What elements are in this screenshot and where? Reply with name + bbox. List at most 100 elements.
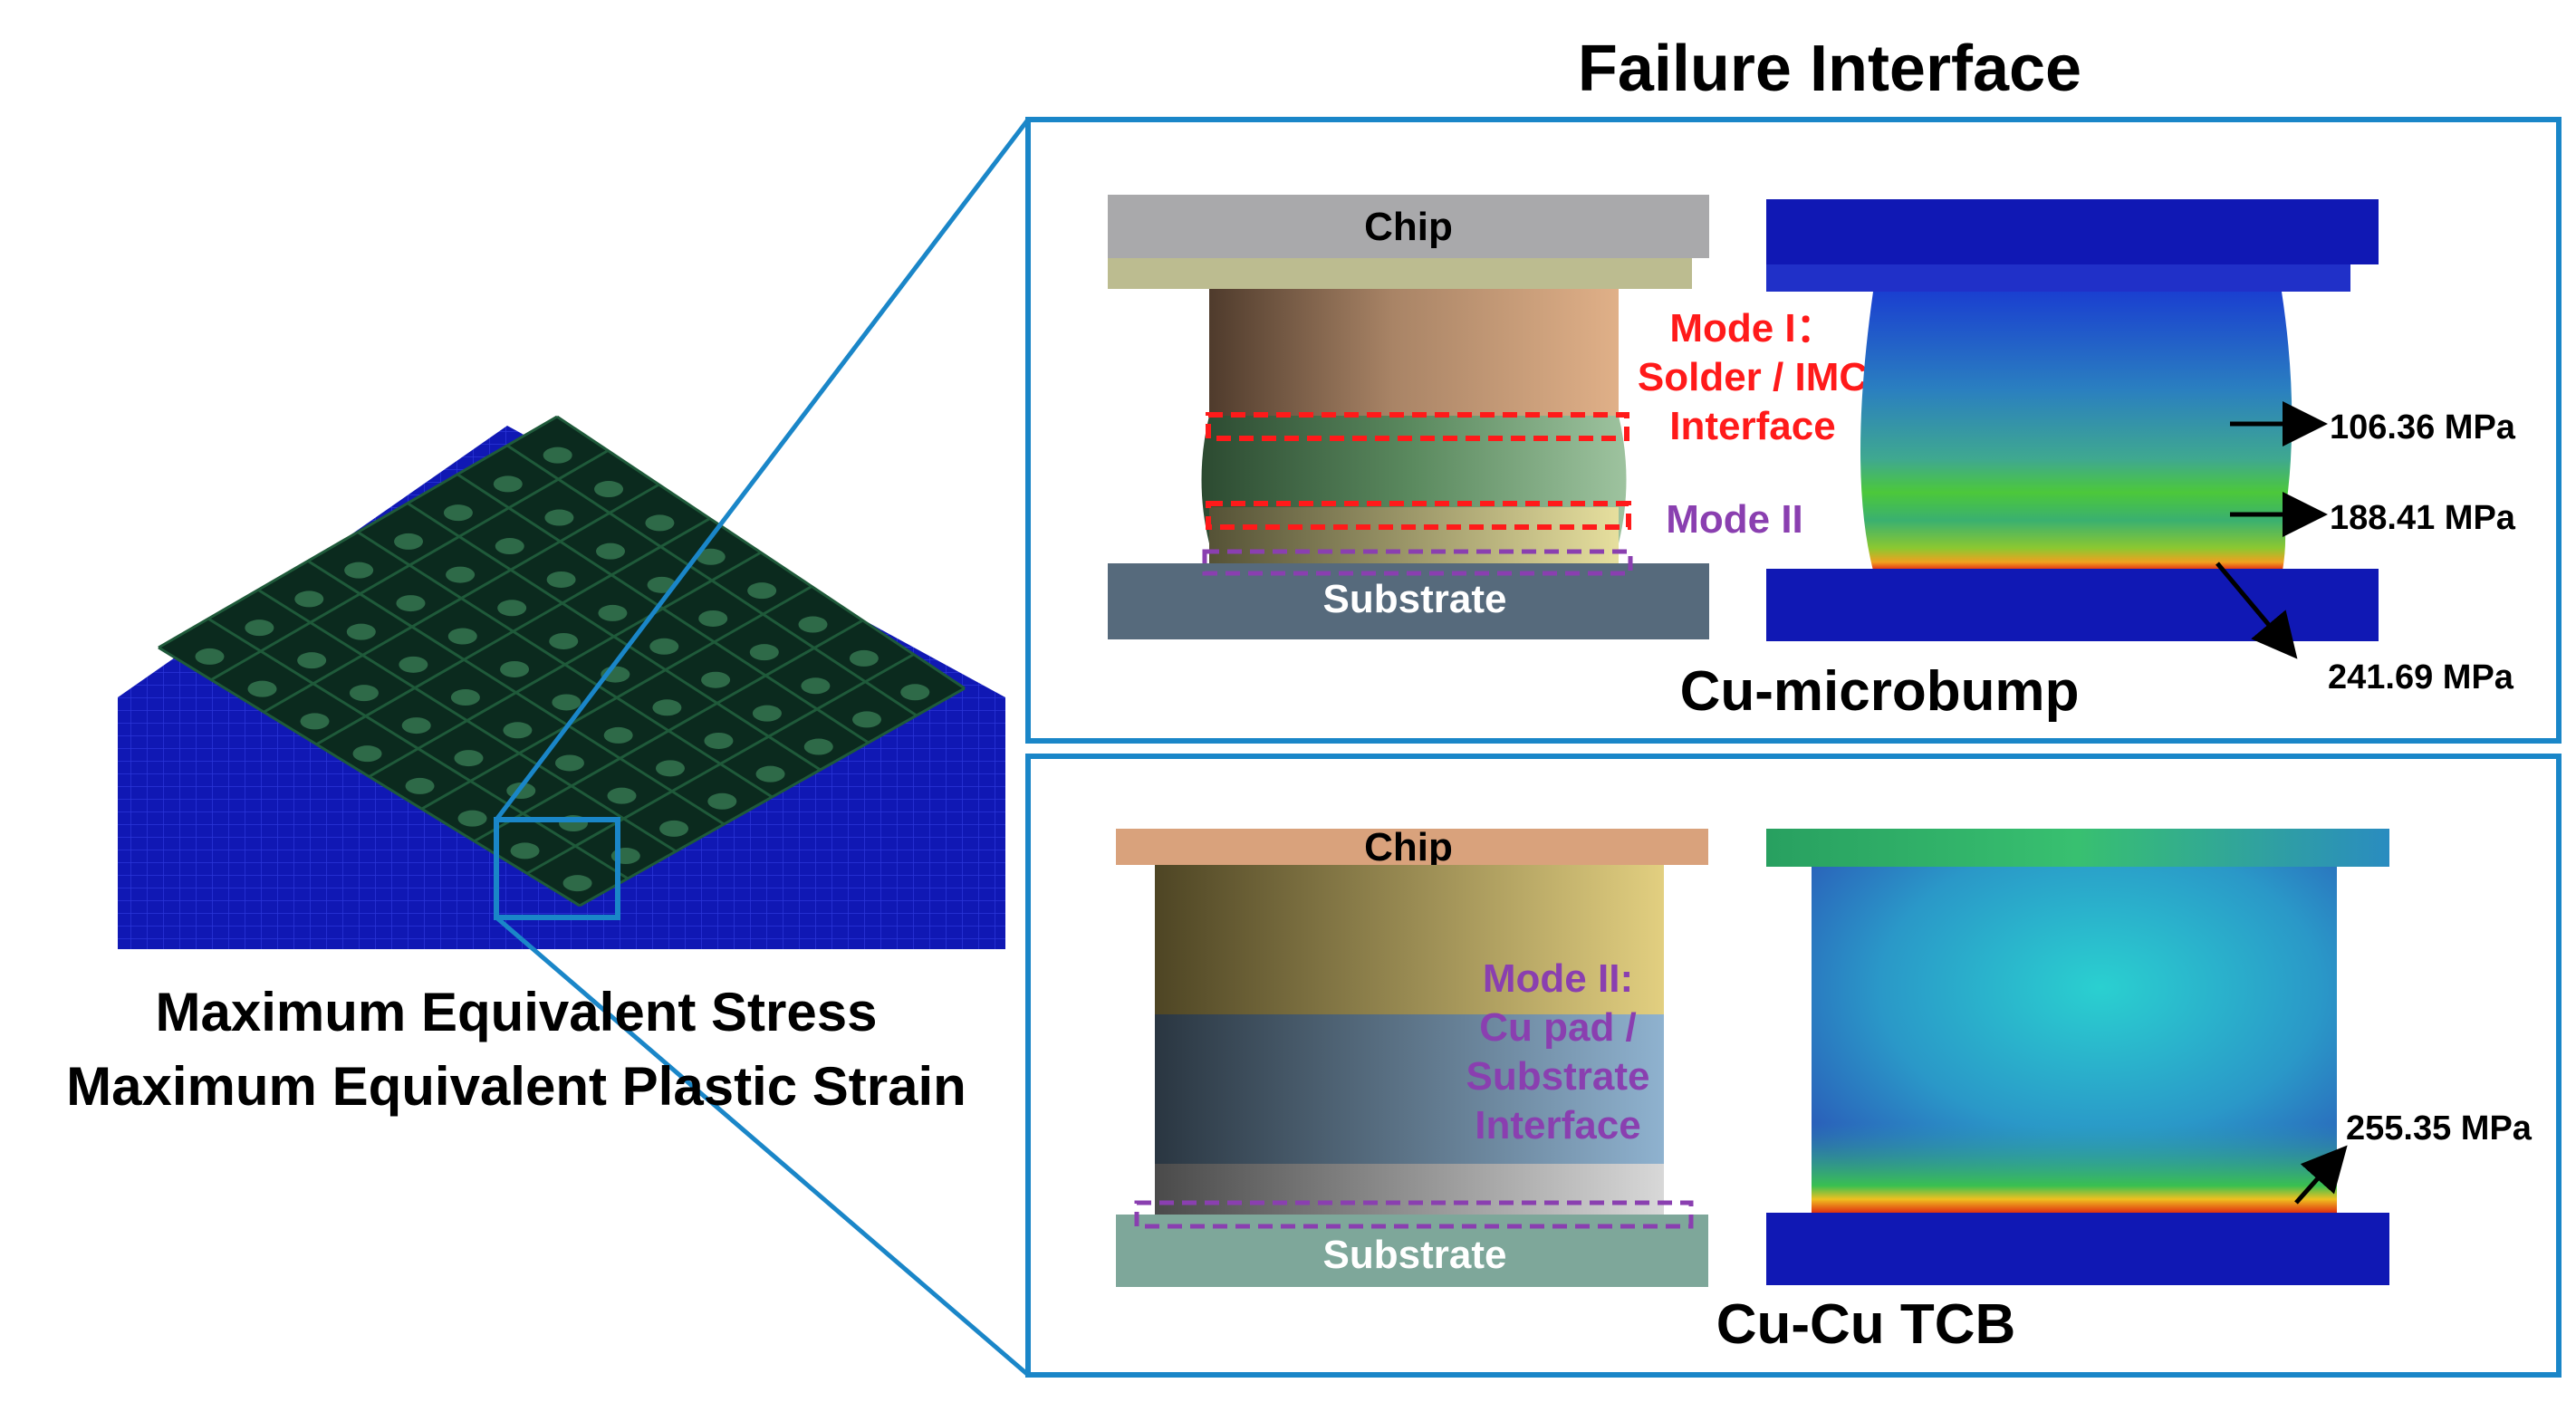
chip-pad [1108, 258, 1692, 289]
array-bump [752, 705, 782, 722]
fea-array-model [118, 415, 1005, 949]
zoom-line-top [495, 118, 1030, 821]
tcb-mode2-line-3: Substrate [1466, 1054, 1650, 1099]
array-bump [607, 787, 637, 804]
array-bump [803, 738, 833, 755]
stress-label-188: 188.41 MPa [2330, 499, 2516, 537]
array-bump [544, 509, 574, 526]
array-bump [401, 717, 431, 735]
array-bump [549, 632, 579, 649]
array-bump [849, 649, 879, 667]
mode1-label-line-2: Solder / IMC [1638, 355, 1868, 399]
array-bump [696, 548, 726, 565]
stress-label-255: 255.35 MPa [2346, 1109, 2533, 1148]
array-bump [701, 671, 731, 688]
tcb-cu-pad [1155, 1164, 1664, 1215]
array-bump [352, 745, 382, 763]
array-bump [552, 694, 582, 711]
top-panel-frame [1025, 117, 2562, 744]
array-grid-line [407, 502, 822, 772]
tcb-substrate-label: Substrate [1323, 1233, 1507, 1277]
array-bump [562, 875, 592, 892]
array-bump [394, 533, 424, 550]
array-bump [294, 591, 324, 608]
array-bump [598, 604, 628, 621]
zoom-line-bottom [495, 916, 1030, 1377]
mode1-label-line-1: Mode I： [1669, 306, 1835, 350]
array-bump [554, 754, 584, 772]
array-bump [503, 722, 533, 739]
array-bump [454, 750, 484, 767]
array-grid-line [526, 653, 915, 875]
array-bump [447, 628, 477, 645]
array-bump [655, 760, 685, 777]
microbump-stress-contour [1766, 199, 2379, 641]
tcb-cu-middle [1155, 1014, 1664, 1164]
array-grid-line [579, 687, 966, 907]
array-grid-line [556, 415, 966, 690]
array-grid-line [368, 551, 762, 778]
array-bump [405, 777, 435, 794]
array-bump [443, 504, 473, 522]
array-bump [399, 656, 428, 673]
array-bump [546, 571, 576, 588]
array-bump [603, 726, 633, 744]
array-bump [659, 820, 689, 837]
substrate-block [1108, 563, 1709, 639]
array-bump [900, 684, 930, 701]
tcb-mode2-line-2: Cu pad / [1479, 1005, 1637, 1050]
stress-label-241: 241.69 MPa [2328, 658, 2514, 696]
array-grid-line [420, 585, 812, 811]
array-bump [457, 810, 487, 827]
zoom-highlight-box [494, 817, 620, 920]
array-bump [707, 792, 737, 810]
tcb-mode2-line-1: Mode II: [1483, 956, 1633, 1001]
tcb-schematic: Chip Substrate [1116, 825, 1708, 1287]
array-bump [396, 595, 426, 612]
array-bump [747, 582, 777, 600]
array-bump [195, 648, 225, 665]
mode2-label: Mode II [1666, 497, 1803, 542]
array-bump [543, 447, 572, 464]
cu-pad-bottom [1209, 507, 1619, 563]
array-bump [596, 543, 626, 560]
array-bump [510, 842, 540, 859]
array-bump [755, 765, 785, 783]
figure-title: Failure Interface [1578, 33, 2081, 105]
array-bump [300, 713, 330, 730]
chip-label: Chip [1364, 205, 1453, 249]
array-bump [346, 623, 376, 640]
array-bump [798, 616, 828, 633]
array-bump [698, 610, 728, 627]
array-bump [247, 680, 277, 697]
tcb-stress-contour [1766, 829, 2389, 1285]
top-panel-label: Cu-microbump [1680, 660, 2080, 723]
array-bump [652, 699, 682, 716]
array-bump [297, 652, 327, 669]
array-bump [852, 711, 882, 728]
array-bump [497, 600, 527, 617]
array-grid-line [506, 444, 918, 717]
caption-line-2: Maximum Equivalent Plastic Strain [66, 1056, 966, 1117]
array-bump [450, 689, 480, 706]
array-bump [349, 685, 379, 702]
array-bump [500, 660, 530, 677]
stress-label-106: 106.36 MPa [2330, 408, 2516, 447]
mode1-label-line-3: Interface [1669, 404, 1835, 448]
array-bump [594, 481, 624, 498]
bottom-panel-label: Cu-Cu TCB [1716, 1293, 2016, 1356]
array-bump [704, 732, 734, 749]
substrate-label: Substrate [1323, 577, 1507, 621]
array-bump [344, 562, 374, 579]
tcb-chip-label: Chip [1364, 825, 1453, 869]
tcb-cu-upper [1155, 865, 1664, 1014]
array-bump [645, 514, 675, 532]
chip-block [1108, 195, 1709, 258]
array-bump [446, 566, 476, 583]
tcb-mode2-box [1134, 1200, 1694, 1229]
caption-line-1: Maximum Equivalent Stress [156, 982, 878, 1042]
array-bump [245, 619, 274, 637]
array-bump [495, 538, 524, 555]
arrow-241 [2216, 562, 2298, 659]
